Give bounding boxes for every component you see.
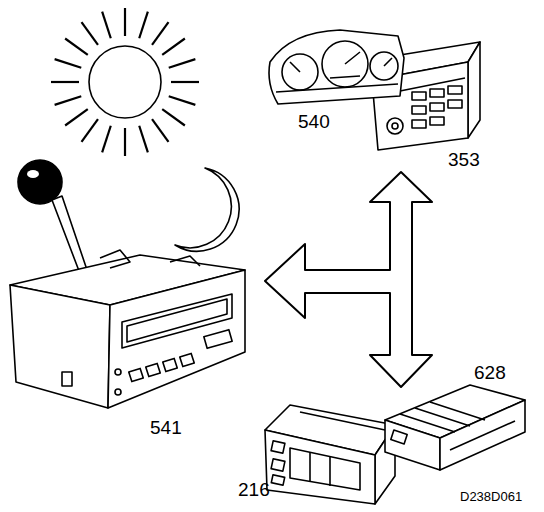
instrument-cluster-part xyxy=(330,76,360,78)
display-unit-part xyxy=(10,285,110,408)
radio-unit-part xyxy=(468,42,480,138)
control-module-part xyxy=(450,421,515,450)
callout-number: 353 xyxy=(448,150,480,171)
display-unit-part xyxy=(163,358,178,371)
sun-symbol-part xyxy=(152,22,168,45)
climate-control-unit xyxy=(265,405,395,504)
radio-unit-part xyxy=(430,117,444,125)
callout-number: 541 xyxy=(150,418,182,439)
climate-control-unit-part xyxy=(271,441,285,453)
radio-unit-part xyxy=(448,100,462,108)
climate-control-unit-part xyxy=(265,430,375,504)
display-unit-part xyxy=(170,256,200,266)
sun-symbol-part xyxy=(152,119,168,142)
sun-symbol-part xyxy=(171,81,199,83)
instrument-cluster xyxy=(269,30,404,104)
radio-unit-part xyxy=(412,106,426,114)
sun-symbol-part xyxy=(162,39,185,55)
sun-symbol-part xyxy=(124,8,126,36)
radio-unit-part xyxy=(412,92,426,100)
sun-symbol-part xyxy=(82,22,98,45)
instrument-cluster-part xyxy=(269,30,404,104)
data-arrow xyxy=(265,172,432,387)
night-sphere-symbol xyxy=(18,160,62,204)
display-unit-part xyxy=(115,369,121,375)
sun-symbol-part xyxy=(102,126,111,153)
sun-symbol-part xyxy=(169,59,196,68)
sun-symbol-part xyxy=(139,126,148,153)
control-module-part xyxy=(400,402,485,432)
sun-symbol-part xyxy=(55,59,82,68)
sun-symbol-part xyxy=(124,128,126,156)
display-unit-part xyxy=(122,294,232,348)
sun-symbol-part xyxy=(65,39,88,55)
moon-symbol-part xyxy=(175,168,239,251)
control-module xyxy=(385,385,525,470)
display-unit-part xyxy=(100,250,130,268)
sun-symbol-part xyxy=(89,46,161,118)
sun-symbol-part xyxy=(65,109,88,125)
data-arrow-part xyxy=(265,172,432,387)
night-sphere-symbol-part xyxy=(18,160,62,204)
sun-symbol-part xyxy=(82,119,98,142)
radio-unit-part xyxy=(387,118,403,134)
moon-symbol xyxy=(175,168,239,251)
figure-code: D238D061 xyxy=(460,490,522,504)
instrument-cluster-part xyxy=(290,52,392,72)
climate-control-unit-part xyxy=(290,448,360,490)
radio-unit-part xyxy=(392,123,398,129)
instrument-cluster-part xyxy=(276,84,398,92)
radio-unit-part xyxy=(412,120,426,128)
night-sphere-symbol-part xyxy=(27,170,39,178)
climate-control-unit-part xyxy=(271,475,284,485)
display-unit xyxy=(10,250,245,408)
radio-unit-part xyxy=(430,89,444,97)
radio-unit-part xyxy=(430,103,444,111)
callout-number: 216 xyxy=(238,480,270,501)
sun-symbol-part xyxy=(55,96,82,105)
sun-symbol-part xyxy=(102,12,111,39)
climate-control-unit-part xyxy=(300,412,385,430)
sun-symbol-part xyxy=(51,81,79,83)
sun-symbol-part xyxy=(169,96,196,105)
climate-control-unit-part xyxy=(310,452,330,486)
sun-symbol-part xyxy=(162,109,185,125)
control-module-part xyxy=(391,430,407,444)
climate-control-unit-part xyxy=(271,459,285,471)
callout-number: 540 xyxy=(298,112,330,133)
callout-number: 628 xyxy=(474,363,506,384)
sun-symbol xyxy=(51,8,199,156)
sun-symbol-part xyxy=(139,12,148,39)
radio-unit-part xyxy=(448,86,462,94)
display-unit-part xyxy=(146,363,161,376)
control-module-part xyxy=(440,400,525,470)
display-unit-part xyxy=(62,372,72,386)
display-unit-part xyxy=(204,330,232,349)
display-unit-part xyxy=(180,353,195,366)
display-unit-part xyxy=(108,270,245,408)
control-module-part xyxy=(385,420,440,470)
display-unit-part xyxy=(129,368,144,381)
display-unit-part xyxy=(115,389,121,395)
